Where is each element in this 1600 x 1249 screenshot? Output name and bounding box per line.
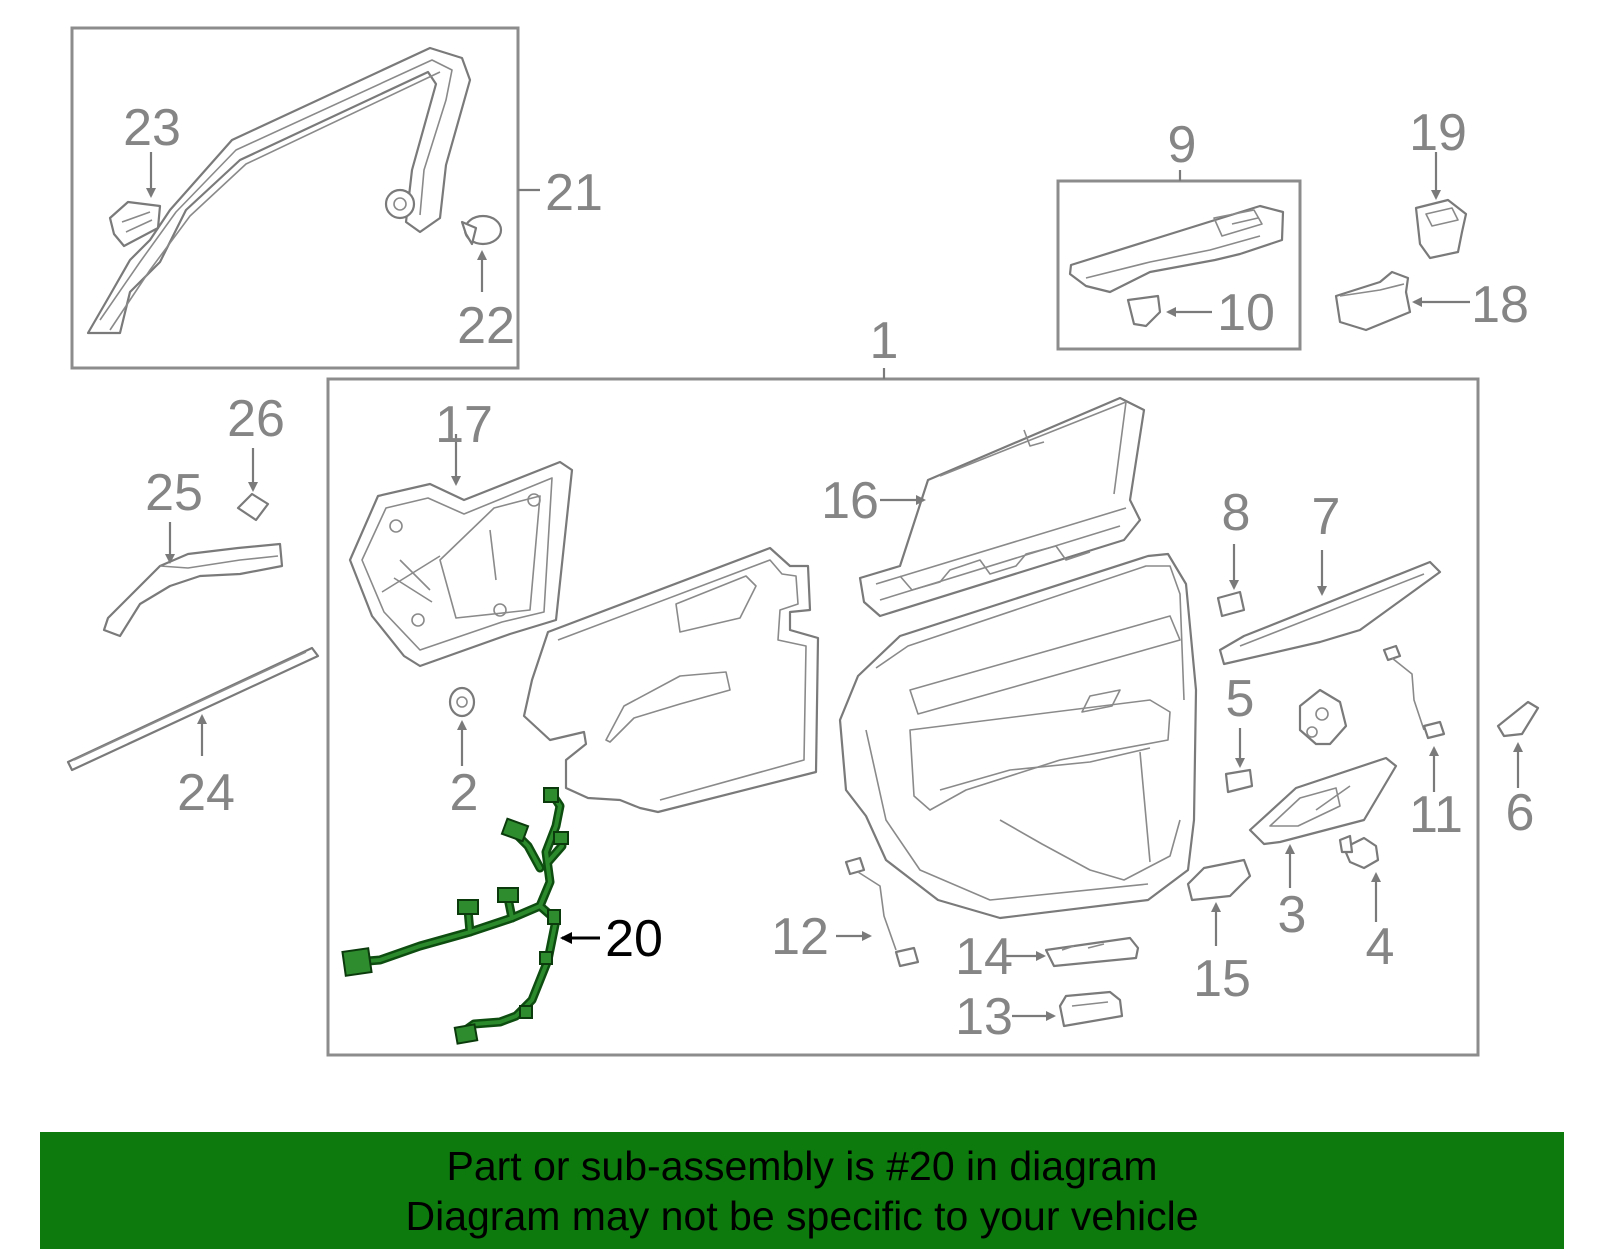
callout-2: 2 [450, 764, 479, 822]
clip-26 [236, 492, 270, 522]
callout-22: 22 [457, 297, 515, 355]
callout-6: 6 [1506, 784, 1535, 842]
inside-handle-3 [1248, 756, 1398, 846]
callout-12: 12 [771, 908, 829, 966]
callout-24: 24 [177, 764, 235, 822]
pull-handle-25 [102, 542, 284, 638]
switch-bezel [1068, 204, 1285, 294]
window-frame-box [70, 26, 520, 370]
clip-5 [1224, 768, 1254, 794]
callout-7: 7 [1312, 488, 1341, 546]
callout-14: 14 [955, 928, 1013, 986]
cover-13 [1058, 990, 1124, 1028]
callout-10: 10 [1217, 284, 1275, 342]
callout-5: 5 [1226, 670, 1255, 728]
callout-8: 8 [1222, 484, 1251, 542]
switch-18 [1334, 270, 1412, 332]
callout-26: 26 [227, 390, 285, 448]
door-trim-panel [838, 552, 1198, 920]
callout-16: 16 [821, 472, 879, 530]
retainer-clip-23 [108, 200, 162, 248]
info-banner: Part or sub-assembly is #20 in diagram D… [40, 1132, 1564, 1249]
callout-15: 15 [1193, 950, 1251, 1008]
banner-line-2: Diagram may not be specific to your vehi… [405, 1192, 1199, 1239]
callout-18: 18 [1471, 276, 1529, 334]
banner-line-1: Part or sub-assembly is #20 in diagram [446, 1142, 1158, 1189]
switch-10 [1126, 294, 1162, 328]
nut-2 [448, 686, 476, 718]
callout-11: 11 [1409, 786, 1463, 844]
callout-17: 17 [435, 396, 493, 454]
callout-19: 19 [1409, 104, 1467, 162]
callout-20: 20 [605, 910, 663, 968]
switch-8 [1216, 590, 1246, 618]
callout-25: 25 [145, 464, 203, 522]
clip-6 [1496, 700, 1540, 738]
window-regulator-17 [348, 460, 574, 668]
window-frame-molding [86, 46, 472, 335]
callout-13: 13 [955, 988, 1013, 1046]
bolt-4 [1338, 834, 1380, 870]
wiring-harness-20 [341, 787, 569, 1045]
callout-21: 21 [545, 164, 603, 222]
window-panel-16 [858, 396, 1146, 618]
cover-15 [1186, 858, 1252, 902]
callout-9: 9 [1168, 116, 1197, 174]
callout-1: 1 [870, 312, 899, 370]
sealing-strip-24 [66, 646, 320, 772]
trim-14 [1044, 936, 1140, 968]
callout-23: 23 [123, 99, 181, 157]
wiring-11 [1382, 644, 1446, 740]
armrest-7 [1218, 560, 1442, 666]
callout-3: 3 [1278, 886, 1307, 944]
wiring-12 [844, 856, 920, 968]
push-pin-22 [460, 214, 503, 246]
switch-19 [1414, 198, 1468, 260]
water-deflector [522, 546, 820, 814]
callout-4: 4 [1366, 918, 1395, 976]
door-trim-panel-box [326, 377, 1480, 1057]
latch-bracket [1298, 688, 1348, 746]
